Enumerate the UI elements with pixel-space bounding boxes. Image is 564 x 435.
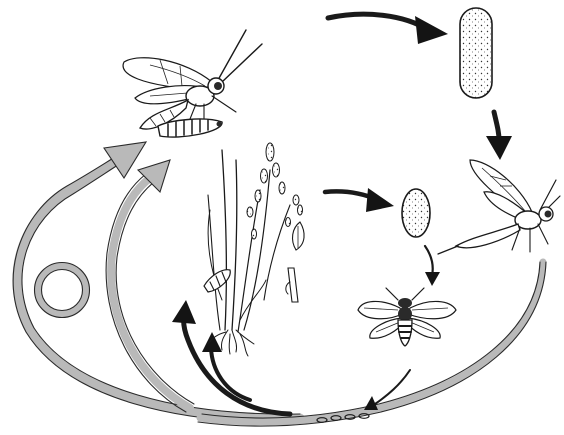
arrow-eggs-to-plant-1 — [172, 300, 290, 414]
stem-section-detail — [286, 268, 298, 302]
top-cocoon — [460, 8, 492, 98]
arrow-adult-to-cocoon — [328, 14, 448, 44]
arrow-cocoon-to-wasp — [486, 112, 512, 160]
inner-loop-arrow — [106, 160, 194, 412]
parasitoid-wasp-adult — [123, 30, 262, 137]
arrow-plant-to-cocoon — [325, 188, 394, 212]
arrow-cocoon-to-sawfly — [425, 246, 440, 286]
middle-cocoon — [402, 189, 430, 237]
sawfly-adult — [358, 288, 456, 346]
parasitoid-wasp-emerged — [438, 160, 560, 254]
spikelet-detail — [293, 222, 305, 250]
grass-host-plant — [204, 143, 304, 356]
seed-head — [247, 143, 303, 239]
circle-loop — [35, 263, 90, 318]
